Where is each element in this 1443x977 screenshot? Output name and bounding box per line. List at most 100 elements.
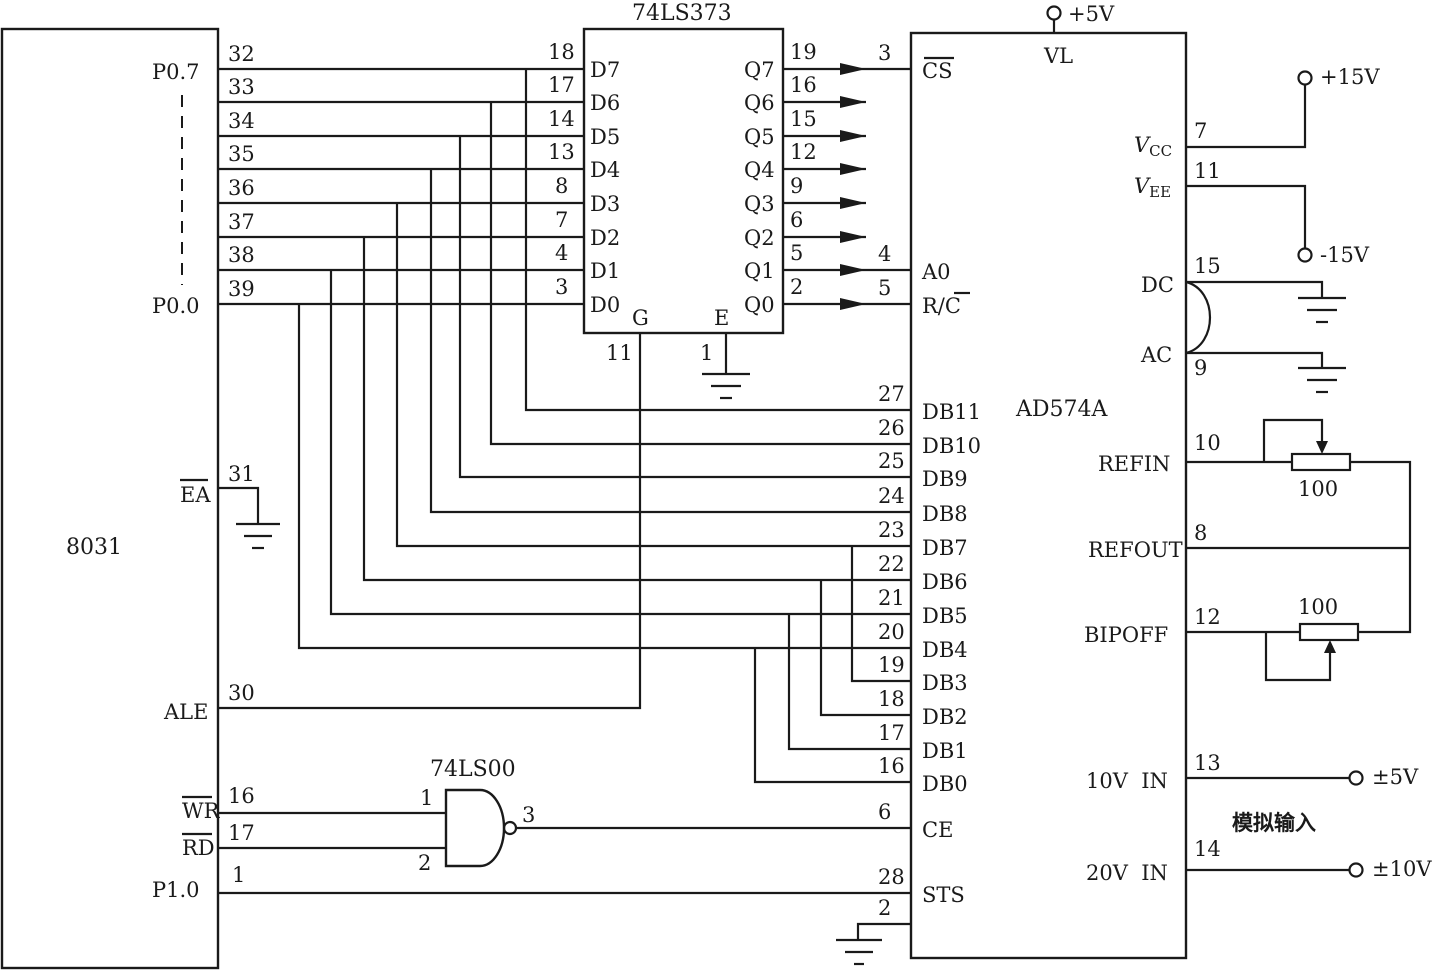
adc-left-label: DB0 <box>922 772 968 796</box>
adc-left-label: CE <box>922 818 953 842</box>
adc-left-pin: 22 <box>878 552 905 576</box>
latch-74ls373-body <box>582 27 785 335</box>
adc-right-pin: 8 <box>1194 521 1207 545</box>
nand-bubble <box>502 820 518 836</box>
adc-left-pin: 18 <box>878 687 905 711</box>
in20-terminal-icon <box>1348 862 1364 878</box>
adc-bipoff-label: BIPOFF <box>1084 623 1168 647</box>
latch-d-label: D5 <box>590 125 620 149</box>
dc-ac-link <box>1185 280 1211 355</box>
nand-gate-body <box>444 788 506 868</box>
mcu-8031-body <box>0 27 220 970</box>
db-wire <box>329 270 911 616</box>
adc-left-pin: 17 <box>878 721 905 745</box>
db-low-wire <box>787 614 911 751</box>
latch-d-label: D4 <box>590 158 620 182</box>
adc-vcc-label: VCC <box>1134 133 1172 160</box>
adc-right-pin: 14 <box>1194 837 1221 861</box>
wr-pin: 16 <box>228 784 255 808</box>
db-wire <box>395 203 911 548</box>
ale-pin: 30 <box>228 681 255 705</box>
mcu-port-pin: 34 <box>228 109 255 133</box>
adc-left-label: DB3 <box>922 671 968 695</box>
latch-d-label: D3 <box>590 192 620 216</box>
mcu-port-pin: 33 <box>228 75 255 99</box>
adc-left-pin: 20 <box>878 620 905 644</box>
adc-left-label: DB5 <box>922 604 968 628</box>
mcu-p00-label: P0.0 <box>152 294 200 318</box>
latch-pin-labels: D718D617D514D413D38D27D14D03Q719Q616Q515… <box>548 40 817 317</box>
adc-refin-label: REFIN <box>1098 452 1170 476</box>
adc-pin2-wire <box>856 922 911 940</box>
latch-output-wires <box>783 63 911 310</box>
in20-range: ±10V <box>1372 857 1432 881</box>
nand-out-pin: 3 <box>522 803 535 827</box>
pot2-value: 100 <box>1298 595 1338 619</box>
adc-left-pin: 25 <box>878 449 905 473</box>
mcu-wr-label: WR <box>182 799 221 823</box>
latch-q-pin: 2 <box>790 275 803 299</box>
latch-q-pin: 16 <box>790 73 817 97</box>
pot1-value: 100 <box>1298 477 1338 501</box>
latch-name: 74LS373 <box>632 1 732 26</box>
mcu-name: 8031 <box>66 535 122 560</box>
adc-right-pin: 10 <box>1194 431 1221 455</box>
vl-terminal-icon <box>1046 5 1062 21</box>
refin-pot-icon <box>1290 452 1352 472</box>
latch-g-label: G <box>632 306 649 330</box>
latch-d-label: D0 <box>590 293 620 317</box>
ea-wire <box>218 486 260 524</box>
adc-left-label: DB6 <box>922 570 968 594</box>
adc-10vin-label: 10V IN <box>1086 769 1168 793</box>
latch-g-pin: 11 <box>606 341 633 365</box>
latch-d-pin: 18 <box>548 40 575 64</box>
arrow-icon <box>840 163 866 175</box>
db-wire <box>489 102 911 446</box>
latch-q-label: Q6 <box>744 91 775 115</box>
adc-left-pin: 23 <box>878 518 905 542</box>
bipoff-wiper-arrow <box>1324 640 1336 653</box>
adc-left-pin: 28 <box>878 865 905 889</box>
latch-q-label: Q3 <box>744 192 775 216</box>
latch-d-pin: 14 <box>548 107 575 131</box>
mcu-rd-label: RD <box>182 836 215 860</box>
adc-left-label: A0 <box>921 260 951 284</box>
latch-q-label: Q2 <box>744 226 775 250</box>
latch-d-pin: 4 <box>555 241 568 265</box>
m15-terminal-icon <box>1297 247 1313 263</box>
adc-left-pins: CSA0R/CDB11DB10DB9DB8DB7DB6DB5DB4DB3DB2D… <box>878 41 981 920</box>
adc-right-pin: 9 <box>1194 356 1207 380</box>
p15-terminal-icon <box>1297 70 1313 86</box>
mcu-port-pin: 39 <box>228 277 255 301</box>
latch-q-label: Q0 <box>744 293 775 317</box>
mcu-ale-label: ALE <box>163 700 208 724</box>
db-wire <box>458 136 911 479</box>
latch-q-pin: 5 <box>790 241 803 265</box>
vcc-wire <box>1186 84 1307 149</box>
latch-q-pin: 12 <box>790 140 817 164</box>
latch-q-pin: 9 <box>790 174 803 198</box>
latch-q-pin: 15 <box>790 107 817 131</box>
mcu-port-pin: 36 <box>228 176 255 200</box>
adc-dc-label: DC <box>1141 273 1174 297</box>
arrow-icon <box>840 130 866 142</box>
latch-d-pin: 3 <box>555 275 568 299</box>
mcu-port-pin: 35 <box>228 142 255 166</box>
adc-left-pin: 2 <box>878 896 891 920</box>
arrow-icon <box>840 63 866 75</box>
adc-right-pin: 15 <box>1194 254 1221 278</box>
refin-wiper-wire <box>1262 418 1324 462</box>
ale-wire <box>218 333 642 710</box>
bipoff-wiper-wire <box>1264 632 1332 682</box>
adc-vl-label: VL <box>1043 44 1073 68</box>
arrow-icon <box>840 298 866 310</box>
nand-in1-pin: 1 <box>420 786 433 810</box>
adc-left-pin: 24 <box>878 484 905 508</box>
adc-ac-label: AC <box>1140 343 1172 367</box>
latch-q-label: Q7 <box>744 58 775 82</box>
adc-left-label: DB9 <box>922 467 968 491</box>
vee-wire <box>1186 184 1307 249</box>
